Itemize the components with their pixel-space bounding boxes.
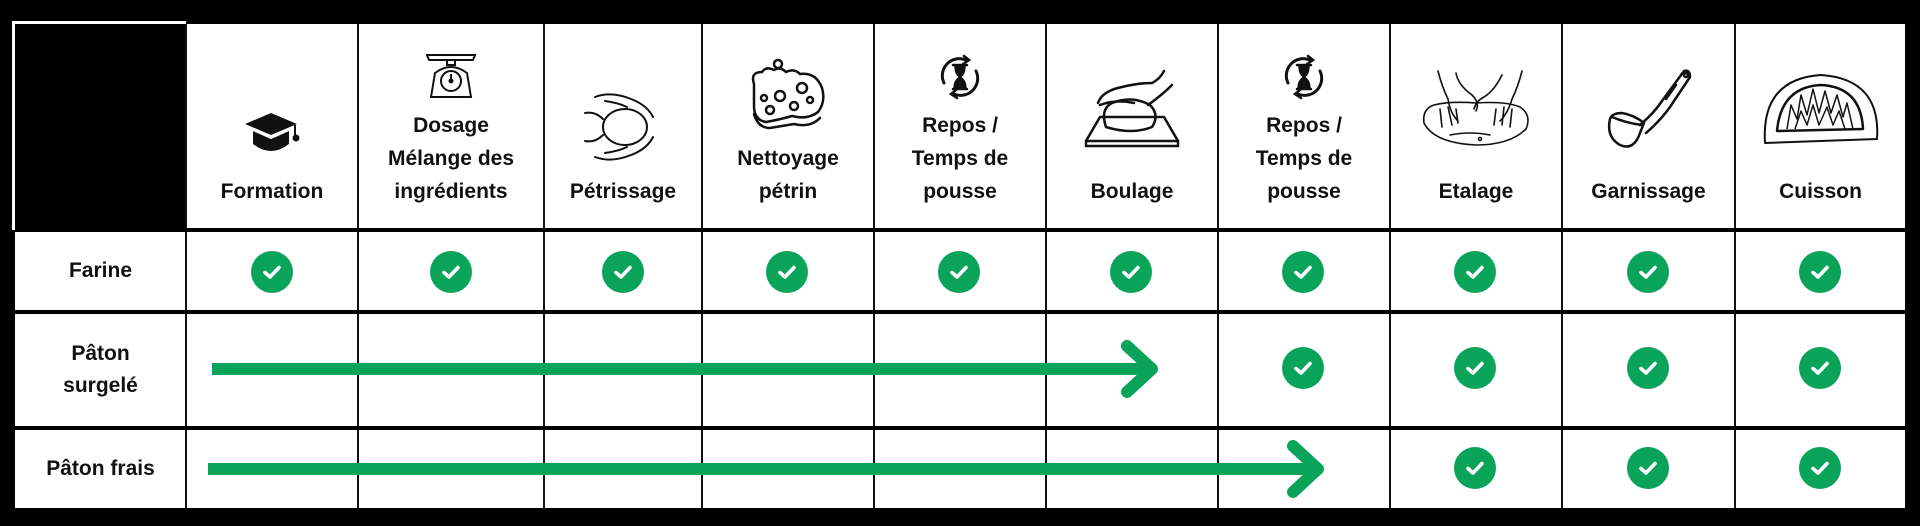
check-circle-icon — [1799, 347, 1841, 389]
sponge-icon — [748, 56, 828, 136]
grid-line — [185, 24, 187, 508]
check-circle-icon — [1282, 347, 1324, 389]
ladle-icon — [1604, 67, 1694, 151]
check-circle-icon — [1627, 447, 1669, 489]
arrow-paton-frais — [208, 440, 1324, 498]
check-circle-icon — [1282, 251, 1324, 293]
hourglass-cycle-icon — [936, 51, 984, 103]
row-label-farine: Farine — [68, 259, 133, 282]
column-header-label: Garnissage — [1591, 180, 1706, 203]
column-header-garnissage: Garnissage — [1563, 24, 1734, 230]
check-circle-icon — [251, 251, 293, 293]
hourglass-cycle-icon — [1280, 51, 1328, 103]
column-header-repos-1: Repos / Temps de pousse — [875, 24, 1045, 230]
grid-line — [701, 24, 703, 508]
grid-line — [1217, 24, 1219, 508]
arrows-layer — [208, 340, 1324, 498]
check-circle-icon — [1627, 347, 1669, 389]
column-header-label: Formation — [220, 180, 324, 203]
check-circle-icon — [602, 251, 644, 293]
grid-line — [1389, 24, 1391, 508]
graduation-cap-icon — [241, 105, 303, 165]
grid-line — [543, 24, 545, 508]
column-header-etalage: Etalage — [1391, 24, 1561, 230]
check-circle-icon — [1110, 251, 1152, 293]
column-header-label: Dosage Mélange des ingrédients — [387, 114, 515, 203]
check-circle-icon — [1627, 251, 1669, 293]
grid-line — [15, 426, 1905, 430]
grid-line — [357, 24, 359, 508]
pizza-oven-icon — [1761, 67, 1881, 151]
grid-line — [873, 24, 875, 508]
column-header-cuisson: Cuisson — [1736, 24, 1905, 230]
check-circle-icon — [1799, 251, 1841, 293]
row-label-paton-surgele: Pâton surgelé — [63, 342, 138, 397]
grid-line — [1045, 24, 1047, 508]
column-header-dosage: Dosage Mélange des ingrédients — [359, 24, 543, 230]
check-circle-icon — [1454, 447, 1496, 489]
check-circle-icon — [1799, 447, 1841, 489]
hand-shaping-dough-icon — [1082, 67, 1182, 151]
column-header-label: Nettoyage pétrin — [737, 147, 839, 203]
grid-line — [15, 228, 1905, 232]
check-circle-icon — [1454, 251, 1496, 293]
column-header-boulage: Boulage — [1047, 24, 1217, 230]
kitchen-scale-icon — [421, 49, 481, 105]
column-header-label: Etalage — [1438, 180, 1514, 203]
column-header-repos-2: Repos / Temps de pousse — [1219, 24, 1389, 230]
process-matrix-table: Formation Dosage Mélange des ingrédients — [12, 21, 1905, 508]
check-circle-icon — [430, 251, 472, 293]
column-header-nettoyage: Nettoyage pétrin — [703, 24, 873, 230]
column-header-label: Repos / Temps de pousse — [1255, 114, 1353, 203]
column-header-label: Cuisson — [1779, 180, 1862, 203]
arrow-paton-surgele — [212, 340, 1158, 398]
corner-cell — [12, 21, 186, 230]
hands-stretching-dough-icon — [1420, 67, 1532, 151]
column-header-petrissage: Pétrissage — [545, 24, 701, 230]
column-header-label: Repos / Temps de pousse — [911, 114, 1009, 203]
column-header-label: Pétrissage — [569, 180, 677, 203]
grid-line — [1734, 24, 1736, 508]
grid-line — [1561, 24, 1563, 508]
check-circle-icon — [766, 251, 808, 293]
check-circle-icon — [938, 251, 980, 293]
check-circle-icon — [1454, 347, 1496, 389]
grid-line — [15, 310, 1905, 314]
column-header-formation: Formation — [187, 24, 357, 230]
hands-kneading-dough-icon — [581, 87, 665, 167]
column-header-label: Boulage — [1090, 180, 1174, 203]
row-label-paton-frais: Pâton frais — [46, 457, 155, 480]
